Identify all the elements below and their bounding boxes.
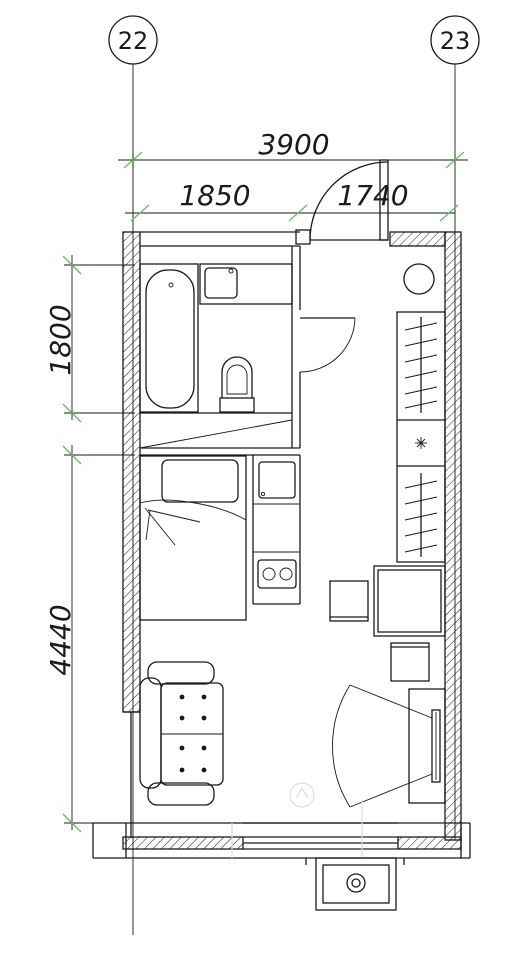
- axis-label-23: 23: [440, 27, 471, 55]
- left-wall: [122, 231, 141, 713]
- axis-marker-23: 23: [430, 15, 480, 65]
- chair-icon: [390, 642, 430, 682]
- dimension-left-span: 1850: [125, 179, 455, 222]
- sofa-icon: [139, 661, 224, 806]
- sink-icon: [199, 263, 293, 305]
- axis-label-22: 22: [118, 27, 149, 55]
- table-icon: [373, 565, 446, 637]
- window: [243, 822, 398, 850]
- dim-room-depth-label: 4440: [44, 604, 77, 675]
- bed-icon: [139, 455, 247, 621]
- ac-unit-icon: [305, 857, 405, 911]
- dimension-overall: 3900: [118, 128, 468, 170]
- dim-left-span-label: 1850: [179, 179, 250, 212]
- bottom-wall-left: [122, 836, 244, 850]
- watermark: [289, 782, 315, 808]
- right-wall: [444, 231, 462, 841]
- bathtub-icon: [139, 263, 199, 413]
- bottom-wall-right: [397, 836, 462, 850]
- dimension-bathroom-depth: 1800: [44, 255, 135, 423]
- dim-overall-label: 3900: [258, 128, 329, 161]
- dimension-right-span: 1740: [337, 179, 459, 222]
- tv-icon: [408, 688, 446, 804]
- dim-bathroom-depth-label: 1800: [44, 304, 77, 375]
- top-wall-right: [389, 231, 446, 247]
- chair-icon: [329, 580, 369, 622]
- axis-marker-22: 22: [108, 15, 158, 65]
- viewing-arc: [332, 684, 433, 808]
- toilet-icon: [219, 356, 255, 413]
- water-heater-icon: [403, 263, 435, 295]
- stove-icon: [257, 559, 297, 589]
- kitchen-sink-icon: [258, 461, 296, 499]
- bathroom-door: [299, 317, 356, 373]
- entrance-door: [295, 159, 389, 245]
- dim-right-span-label: 1740: [337, 179, 408, 212]
- dimension-room-depth: 4440: [44, 445, 135, 833]
- kitchen-counter: [252, 455, 301, 605]
- wardrobe-icon: [396, 311, 446, 563]
